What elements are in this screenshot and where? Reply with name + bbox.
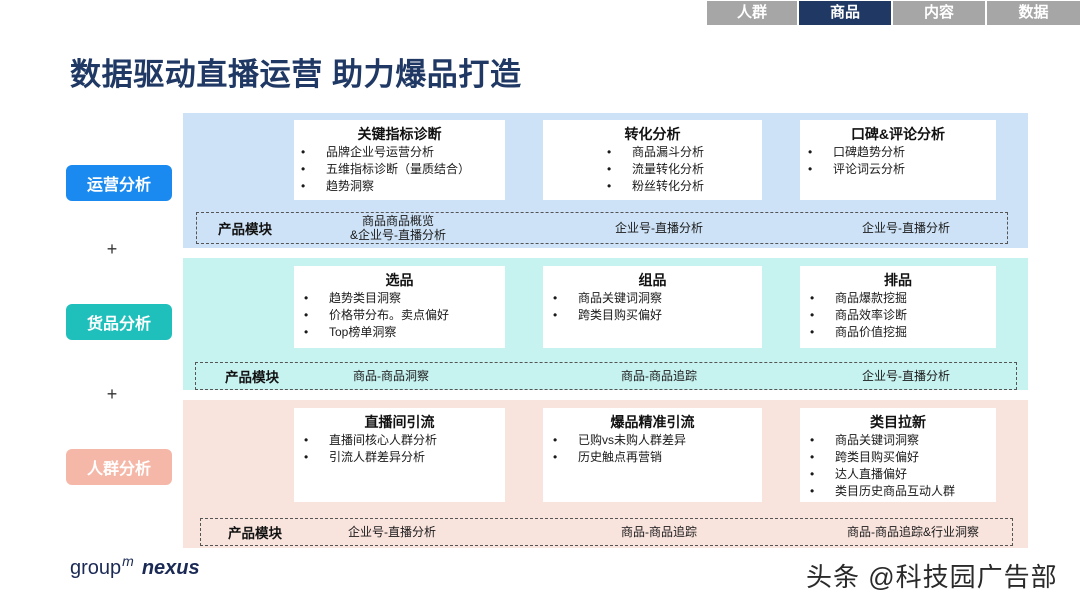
bullet-list: 商品关键词洞察 跨类目购买偏好 (543, 290, 762, 324)
card-title: 直播间引流 (364, 414, 435, 430)
tab-audience[interactable]: 人群 (707, 1, 797, 25)
card-title: 口碑&评论分析 (850, 126, 946, 142)
category-pill-operation: 运营分析 (66, 165, 172, 201)
bullet-item: 引流人群差异分析 (304, 449, 505, 466)
plus-separator: + (106, 239, 118, 259)
bullet-item: 趋势类目洞察 (304, 290, 505, 307)
product-module-line: 企业号-直播分析 (348, 525, 436, 539)
bullet-list: 已购vs未购人群差异 历史触点再营销 (543, 432, 762, 466)
card-key-metrics: 关键指标诊断 品牌企业号运营分析 五维指标诊断（量质结合） 趋势洞察 (294, 120, 505, 200)
logo-m-text: m (122, 553, 134, 569)
card-title: 关键指标诊断 (357, 126, 442, 142)
product-module-line: 商品-商品追踪 (621, 369, 697, 383)
tab-content[interactable]: 内容 (893, 1, 985, 25)
product-module-line: 商品商品概览 (361, 214, 434, 228)
bullet-item: 类目历史商品互动人群 (810, 483, 996, 500)
bullet-item: 流量转化分析 (607, 161, 762, 178)
card-title: 爆品精准引流 (610, 414, 695, 430)
product-module-item: 商品-商品追踪 (569, 519, 749, 545)
bullet-item: 商品关键词洞察 (553, 290, 762, 307)
bullet-item: 已购vs未购人群差异 (553, 432, 762, 449)
bullet-list: 直播间核心人群分析 引流人群差异分析 (294, 432, 505, 466)
card-product-ranking: 排品 商品爆款挖掘 商品效率诊断 商品价值挖掘 (800, 266, 996, 348)
bullet-list: 趋势类目洞察 价格带分布。卖点偏好 Top榜单洞察 (294, 290, 505, 341)
section-audience-analysis: 直播间引流 直播间核心人群分析 引流人群差异分析 爆品精准引流 已购vs未购人群… (183, 400, 1028, 548)
product-module-bar: 产品模块 企业号-直播分析 商品-商品追踪 商品-商品追踪&行业洞察 (200, 518, 1013, 546)
bullet-item: 商品关键词洞察 (810, 432, 996, 449)
product-module-item: 商品-商品追踪 (569, 363, 749, 389)
bullet-list: 商品漏斗分析 流量转化分析 粉丝转化分析 (543, 144, 762, 195)
bullet-list: 商品爆款挖掘 商品效率诊断 商品价值挖掘 (800, 290, 996, 341)
bullet-item: Top榜单洞察 (304, 324, 505, 341)
bullet-list: 口碑趋势分析 评论词云分析 (800, 144, 996, 178)
product-module-label: 产品模块 (218, 222, 272, 237)
product-module-line: 企业号-直播分析 (615, 221, 703, 235)
card-title: 转化分析 (624, 126, 681, 142)
product-module-line: 企业号-直播分析 (862, 221, 950, 235)
card-title: 排品 (884, 272, 912, 288)
product-module-item: 商品-商品洞察 (301, 363, 481, 389)
card-title: 类目拉新 (870, 414, 926, 430)
category-pill-goods: 货品分析 (66, 304, 172, 340)
product-module-line: 商品-商品洞察 (353, 369, 429, 383)
bullet-item: 直播间核心人群分析 (304, 432, 505, 449)
bullet-item: 跨类目购买偏好 (553, 307, 762, 324)
tab-data[interactable]: 数据 (987, 1, 1080, 25)
plus-separator: + (106, 384, 118, 404)
logo-group-text: group (70, 557, 122, 579)
page-title: 数据驱动直播运营 助力爆品打造 (70, 57, 522, 92)
product-module-line: 企业号-直播分析 (862, 369, 950, 383)
product-module-line: 商品-商品追踪&行业洞察 (846, 525, 979, 539)
product-module-item: 商品-商品追踪&行业洞察 (823, 519, 1003, 545)
card-title: 组品 (638, 272, 667, 288)
category-pill-audience: 人群分析 (66, 449, 172, 485)
card-reputation-reviews: 口碑&评论分析 口碑趋势分析 评论词云分析 (800, 120, 996, 200)
bullet-item: 趋势洞察 (301, 178, 505, 195)
card-product-selection: 选品 趋势类目洞察 价格带分布。卖点偏好 Top榜单洞察 (294, 266, 505, 348)
product-module-line: &企业号-直播分析 (349, 228, 446, 242)
bullet-item: 达人直播偏好 (810, 466, 996, 483)
product-module-item: 企业号-直播分析 (302, 519, 482, 545)
card-precise-traffic: 爆品精准引流 已购vs未购人群差异 历史触点再营销 (543, 408, 762, 502)
bullet-list: 品牌企业号运营分析 五维指标诊断（量质结合） 趋势洞察 (294, 144, 505, 195)
card-conversion: 转化分析 商品漏斗分析 流量转化分析 粉丝转化分析 (543, 120, 762, 200)
product-module-bar: 产品模块 商品商品概览 &企业号-直播分析 企业号-直播分析 企业号-直播分析 (196, 212, 1008, 244)
bullet-list: 商品关键词洞察 跨类目购买偏好 达人直播偏好 类目历史商品互动人群 (800, 432, 996, 500)
bullet-item: 商品漏斗分析 (607, 144, 762, 161)
bullet-item: 粉丝转化分析 (607, 178, 762, 195)
bullet-item: 口碑趋势分析 (808, 144, 996, 161)
card-category-acquisition: 类目拉新 商品关键词洞察 跨类目购买偏好 达人直播偏好 类目历史商品互动人群 (800, 408, 996, 502)
product-module-bar: 产品模块 商品-商品洞察 商品-商品追踪 企业号-直播分析 (195, 362, 1017, 390)
logo-nexus-text: nexus (141, 557, 200, 579)
bullet-item: 跨类目购买偏好 (810, 449, 996, 466)
bullet-item: 商品效率诊断 (810, 307, 996, 324)
watermark: 头条 @科技园广告部 (806, 562, 1058, 592)
section-goods-analysis: 选品 趋势类目洞察 价格带分布。卖点偏好 Top榜单洞察 组品 商品关键词洞察 … (183, 258, 1028, 390)
product-module-label: 产品模块 (225, 370, 279, 385)
product-module-item: 企业号-直播分析 (816, 213, 996, 243)
card-title: 选品 (385, 272, 414, 288)
bullet-item: 五维指标诊断（量质结合） (301, 161, 505, 178)
bullet-item: 商品价值挖掘 (810, 324, 996, 341)
tab-products[interactable]: 商品 (799, 1, 891, 25)
top-tab-bar: 人群 商品 内容 数据 (706, 1, 1080, 25)
product-module-item: 企业号-直播分析 (816, 363, 996, 389)
bullet-item: 价格带分布。卖点偏好 (304, 307, 505, 324)
product-module-item: 企业号-直播分析 (569, 213, 749, 243)
product-module-line: 商品-商品追踪 (621, 525, 697, 539)
bullet-item: 品牌企业号运营分析 (301, 144, 505, 161)
bullet-item: 历史触点再营销 (553, 449, 762, 466)
card-product-bundling: 组品 商品关键词洞察 跨类目购买偏好 (543, 266, 762, 348)
bullet-item: 商品爆款挖掘 (810, 290, 996, 307)
product-module-label: 产品模块 (228, 526, 282, 541)
bullet-item: 评论词云分析 (808, 161, 996, 178)
section-operation-analysis: 关键指标诊断 品牌企业号运营分析 五维指标诊断（量质结合） 趋势洞察 转化分析 … (183, 113, 1028, 248)
product-module-item: 商品商品概览 &企业号-直播分析 (308, 213, 488, 243)
card-live-room-traffic: 直播间引流 直播间核心人群分析 引流人群差异分析 (294, 408, 505, 502)
